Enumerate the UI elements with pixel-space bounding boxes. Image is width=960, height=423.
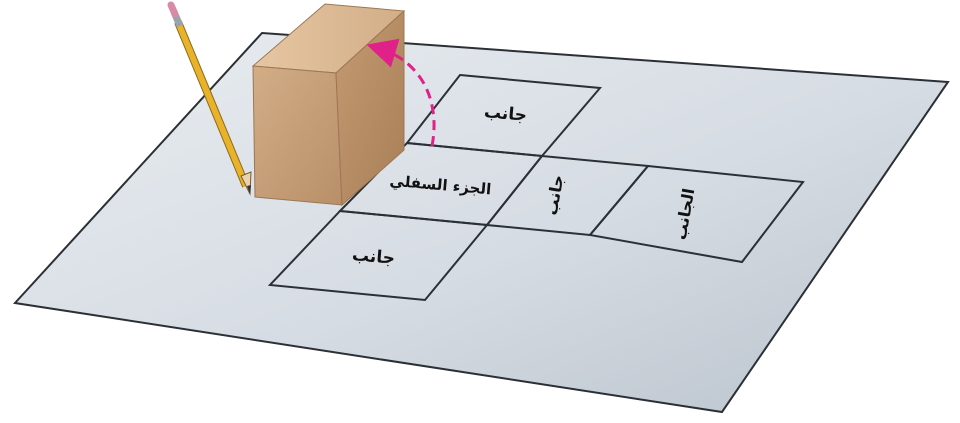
paper-sheet <box>13 31 950 414</box>
pencil-icon <box>167 1 252 196</box>
label-side-bottom: جانب <box>351 245 396 269</box>
box-front-face <box>252 65 343 206</box>
label-side-top: جانب <box>483 102 528 126</box>
net-square-far-right <box>588 164 805 264</box>
net-square-side-bottom <box>267 209 489 302</box>
net-outline <box>267 73 805 302</box>
